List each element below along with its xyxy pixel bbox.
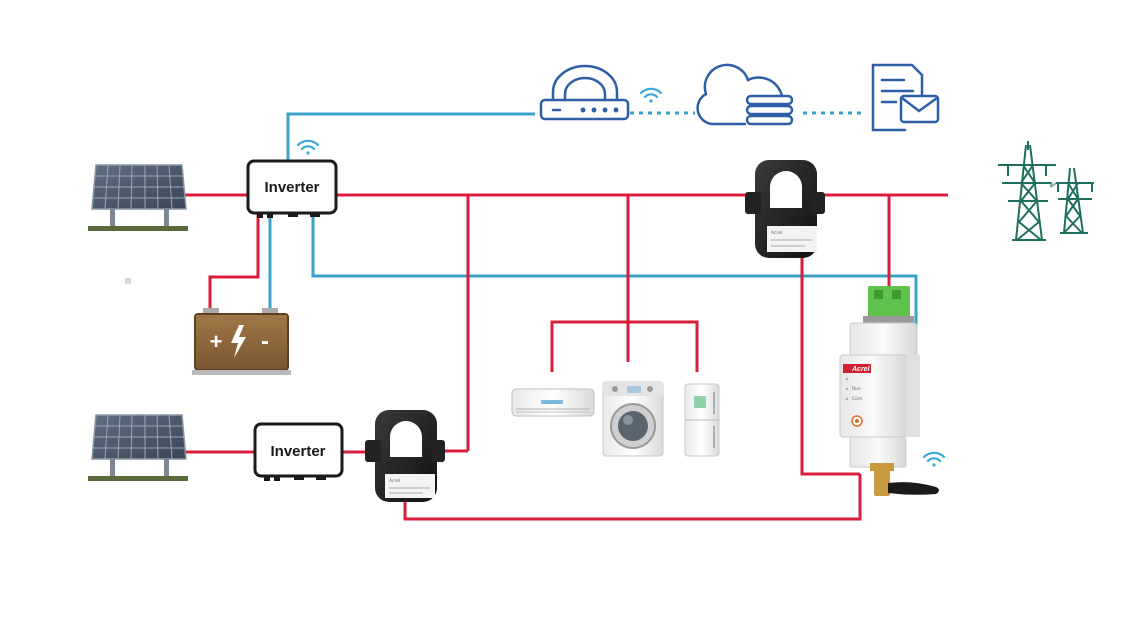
inverter-top: Inverter	[246, 159, 338, 218]
power-tower-icon	[998, 141, 1094, 241]
wifi-icon-inverter	[296, 139, 320, 155]
battery: + -	[192, 308, 291, 375]
solar-panel-bottom	[88, 414, 188, 481]
meter-indicator-run: Run	[852, 386, 861, 392]
battery-plus: +	[210, 329, 223, 354]
current-transformer-icon: Acrel	[745, 160, 825, 258]
inverter-bottom-label: Inverter	[270, 443, 325, 460]
router-icon	[539, 64, 630, 121]
small-square-mark	[125, 278, 131, 284]
solar-panel-top	[88, 164, 188, 231]
energy-meter-icon: Acrel Run Com	[839, 286, 939, 496]
wifi-icon-meter	[922, 451, 946, 467]
air-conditioner-icon	[511, 388, 595, 417]
meter-brand: Acrel	[851, 366, 871, 373]
svg-text:Acrel: Acrel	[771, 230, 782, 236]
document-mail-icon	[871, 63, 940, 132]
ac-wires	[183, 193, 948, 521]
cloud-icon	[696, 63, 794, 126]
washing-machine-icon	[602, 381, 664, 457]
battery-icon	[192, 308, 291, 375]
comm-wires	[268, 112, 918, 330]
solar-panel-icon	[88, 414, 188, 481]
current-transformer-bottom: Acrel	[365, 410, 445, 502]
svg-text:Acrel: Acrel	[389, 478, 400, 484]
current-transformer-icon: Acrel	[365, 410, 445, 502]
current-transformer-top: Acrel	[745, 160, 825, 258]
inverter-top-label: Inverter	[264, 179, 319, 196]
wifi-icon-router	[639, 87, 663, 103]
refrigerator-icon	[684, 383, 720, 457]
energy-meter: Acrel Run Com	[839, 286, 939, 496]
inverter-bottom: Inverter	[253, 422, 344, 481]
solar-panel-icon	[88, 164, 188, 231]
battery-minus: -	[261, 328, 269, 355]
meter-indicator-com: Com	[852, 396, 862, 402]
